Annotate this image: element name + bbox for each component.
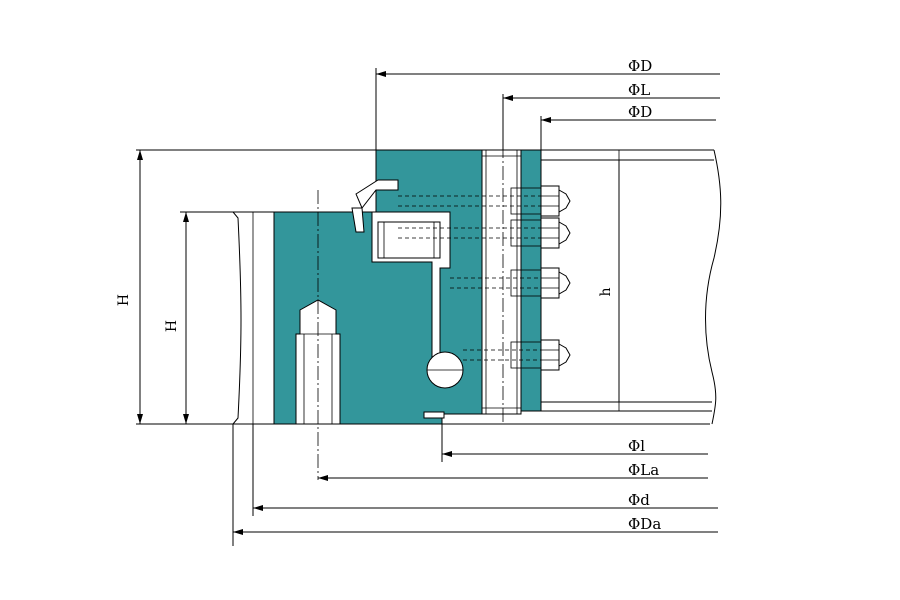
dim-H1-label: H: [164, 320, 180, 332]
dim-Da-label: ΦDa: [628, 515, 661, 533]
dim-La-label: ΦLa: [628, 461, 659, 479]
seal-and-roller: [351, 179, 451, 419]
dim-l-label: Φl: [628, 437, 645, 455]
dim-D0-label: ΦD: [628, 57, 652, 75]
bolt-1: [398, 185, 571, 217]
bottom-seal: [423, 411, 445, 419]
raceway-gap: [481, 149, 522, 415]
dim-L-label: ΦL: [628, 81, 650, 99]
dim-D-label: ΦD: [628, 103, 652, 121]
inner-bore: [231, 211, 275, 425]
outer-ring-fill: [520, 149, 542, 412]
cylindrical-roller: [377, 221, 441, 259]
bolt-2: [398, 217, 571, 249]
bolt-4: [463, 339, 571, 371]
dim-H-label: H: [116, 294, 132, 306]
height-dimensions: [137, 150, 620, 424]
bottom-dimension-lines: [233, 451, 718, 535]
top-dimension-lines: [376, 71, 720, 123]
bolt-3: [450, 267, 571, 299]
center-lines: [317, 100, 504, 480]
bolts: [398, 185, 571, 371]
dim-d-label: Φd: [628, 491, 650, 509]
left-seal-lip: [351, 207, 365, 233]
dim-h-label: h: [598, 287, 614, 296]
ball: [426, 351, 464, 389]
